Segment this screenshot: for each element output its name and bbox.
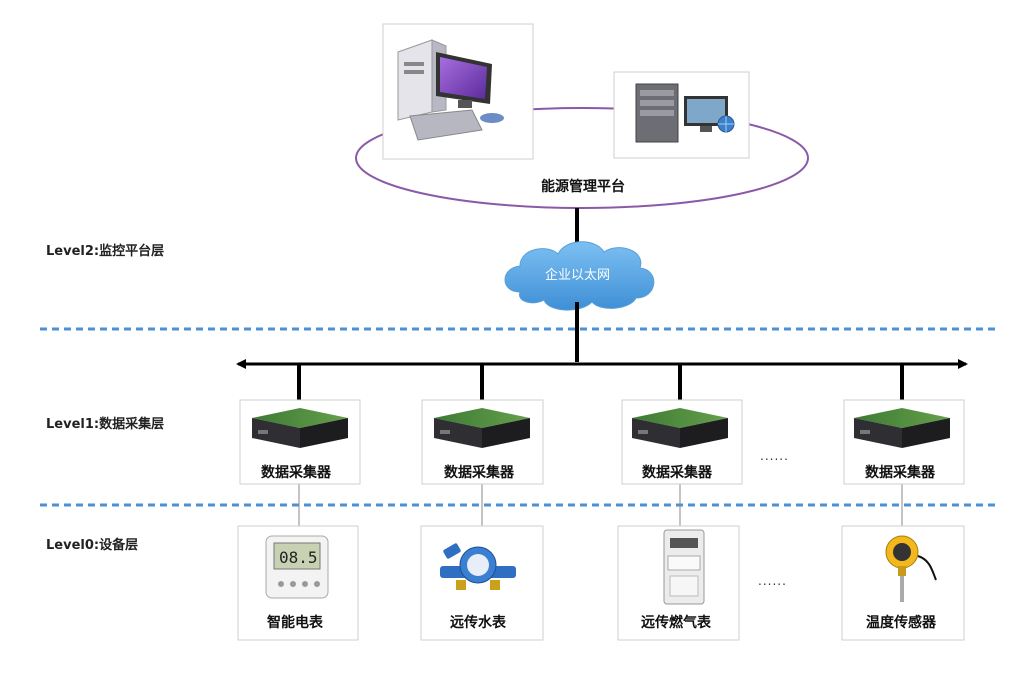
data-collector-icon [252,408,348,448]
temperature-sensor-icon [885,535,937,602]
ethernet-cloud [504,241,655,311]
water-meter-icon [440,543,516,590]
platform-label: 能源管理平台 [541,179,625,195]
device-box-2 [420,525,544,641]
platform-ellipse [355,107,809,209]
more-collectors-ellipsis: ...... [760,449,789,463]
device-label-4: 温度传感器 [866,615,936,631]
collector-box-3 [621,399,743,485]
desktop-pc-icon [397,39,504,141]
svg-text:08.5: 08.5 [279,548,318,567]
collector-box-2 [421,399,544,485]
smart-meter-icon: 08.5 [265,535,329,599]
level1-label: Level1:数据采集层 [46,417,165,432]
collector-box-4 [843,399,965,485]
data-collector-icon [854,408,950,448]
collector-label-4: 数据采集器 [865,465,935,481]
device-label-3: 远传燃气表 [641,615,711,631]
gas-meter-icon [663,529,705,605]
device-box-4 [841,525,965,641]
device-label-2: 远传水表 [450,615,506,631]
device-box-3 [617,525,740,641]
more-devices-ellipsis: ...... [758,574,787,588]
device-label-1: 智能电表 [267,615,323,631]
collector-label-2: 数据采集器 [444,465,514,481]
collector-box-1 [239,399,361,485]
ethernet-label: 企业以太网 [545,268,611,283]
collector-label-3: 数据采集器 [642,465,712,481]
data-collector-icon [632,408,728,448]
level0-label: Level0:设备层 [46,538,139,553]
server-frame [613,71,750,159]
level2-label: Level2:监控平台层 [46,244,165,259]
collector-label-1: 数据采集器 [261,465,331,481]
server-icon [635,83,735,143]
data-collector-icon [434,408,530,448]
device-box-1: 08.5 [237,525,359,641]
